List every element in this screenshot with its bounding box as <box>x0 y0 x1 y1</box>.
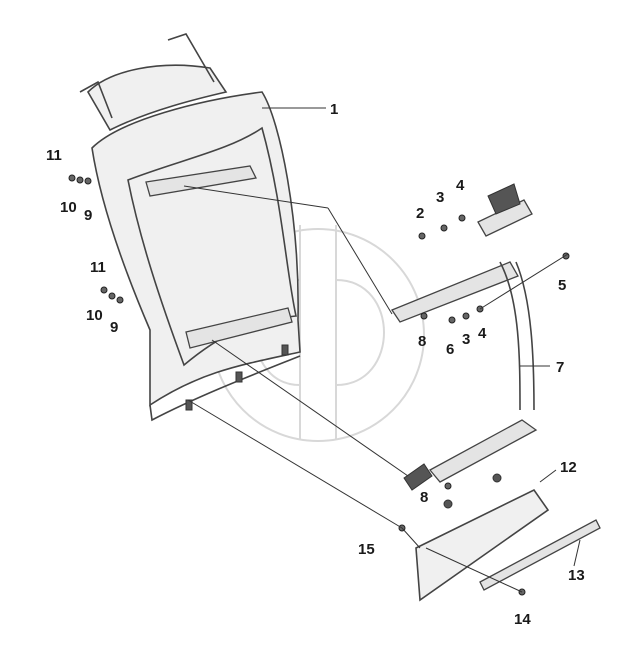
callout-15: 15 <box>358 541 375 558</box>
callout-8b: 8 <box>420 489 428 506</box>
callout-5: 5 <box>558 277 566 294</box>
callout-3b: 3 <box>462 331 470 348</box>
callout-13: 13 <box>568 567 585 584</box>
seat-back-panel <box>91 91 301 422</box>
callout-3a: 3 <box>436 189 444 206</box>
callout-9b: 9 <box>110 319 118 336</box>
strip <box>479 519 601 591</box>
callout-leaders <box>262 107 581 567</box>
callout-1: 1 <box>330 101 338 118</box>
callout-12: 12 <box>560 459 577 476</box>
callout-2: 2 <box>416 205 424 222</box>
assembly-guides <box>183 185 569 593</box>
hardware <box>68 174 570 596</box>
callout-10b: 10 <box>86 307 103 324</box>
callout-9a: 9 <box>84 207 92 224</box>
seat-headrest <box>79 33 228 132</box>
callout-10a: 10 <box>60 199 77 216</box>
bottom-panel <box>415 473 550 602</box>
callout-4a: 4 <box>456 177 465 194</box>
callout-11a: 11 <box>46 147 62 164</box>
callout-6: 6 <box>446 341 454 358</box>
callout-8a: 8 <box>418 333 426 350</box>
support-frame <box>391 183 538 491</box>
callout-14: 14 <box>514 611 531 628</box>
callout-7: 7 <box>556 359 564 376</box>
callout-11b: 11 <box>90 259 106 276</box>
callout-4b: 4 <box>478 325 487 342</box>
callout-labels: 1 2 3 4 5 8 6 3 4 7 8 12 15 13 14 11 10 … <box>46 101 585 628</box>
